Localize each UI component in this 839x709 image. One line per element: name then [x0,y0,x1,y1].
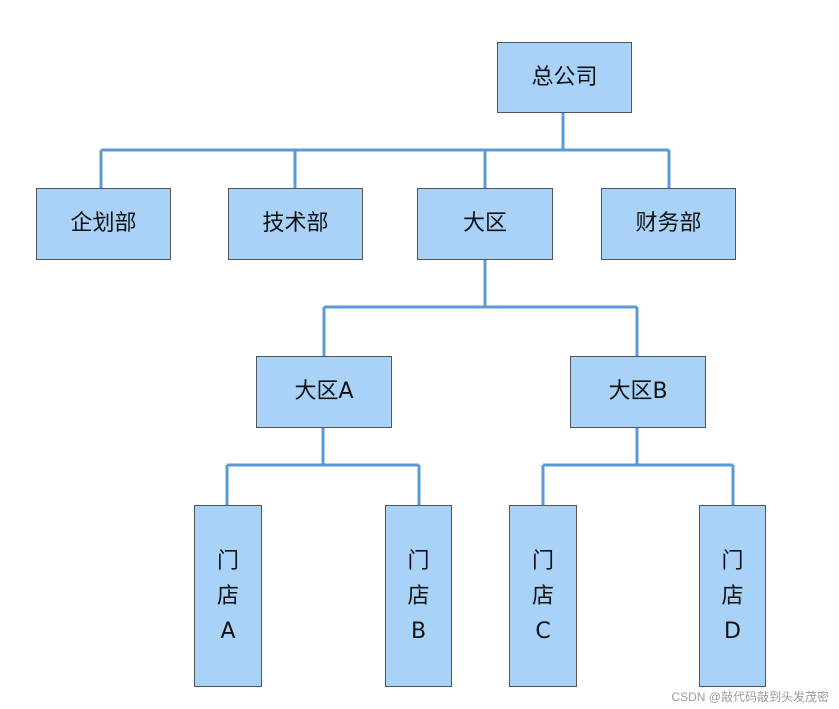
region-node-b: 大区B [570,356,706,428]
dept-node-finance: 财务部 [601,188,736,260]
dept-label-region: 大区 [462,211,507,236]
region-label-a: 大区A [294,379,354,404]
store-node-b: 门 店 B [385,505,452,687]
store-b-char-1: 门 [407,548,430,574]
store-node-d: 门 店 D [699,505,766,687]
region-label-b: 大区B [608,379,668,404]
store-b-char-2: 店 [407,583,430,609]
store-a-char-1: 门 [216,548,239,574]
dept-label-finance: 财务部 [635,211,702,236]
dept-label-planning: 企划部 [70,211,137,236]
dept-node-tech: 技术部 [228,188,363,260]
connector-region-bus [322,260,639,356]
dept-label-tech: 技术部 [262,211,329,236]
store-a-char-3: A [220,618,236,644]
store-node-c: 门 店 C [509,505,577,687]
connector-root-bus [101,113,669,152]
store-c-char-2: 店 [531,583,554,609]
dept-node-planning: 企划部 [36,188,171,260]
root-node: 总公司 [497,42,632,113]
root-label: 总公司 [531,64,598,90]
store-node-a: 门 店 A [194,505,262,687]
store-c-char-1: 门 [531,548,554,574]
store-c-char-3: C [535,618,551,644]
watermark: CSDN @敲代码敲到头发茂密 [671,690,829,704]
store-d-char-2: 店 [721,583,744,609]
connector-region-a-stores [225,428,421,505]
region-node-a: 大区A [256,356,392,428]
store-a-char-2: 店 [216,583,239,609]
dept-node-region: 大区 [417,188,553,260]
store-d-char-1: 门 [721,548,744,574]
connector-region-b-stores [541,428,735,505]
store-b-char-3: B [410,618,427,644]
store-d-char-3: D [724,618,741,644]
